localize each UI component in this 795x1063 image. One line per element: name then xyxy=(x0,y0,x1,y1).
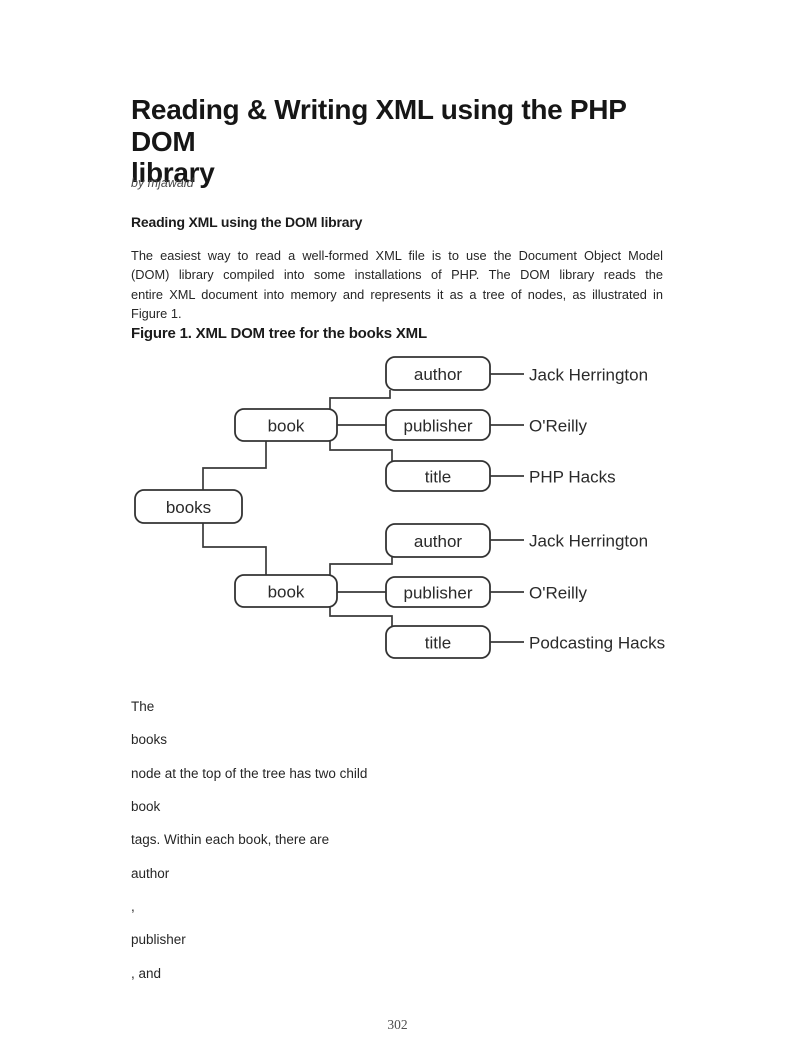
node-label-book1: book xyxy=(268,417,305,436)
fragment-line: tags. Within each book, there are xyxy=(131,832,330,848)
node-box-title2 xyxy=(385,625,491,659)
node-box-publisher2 xyxy=(385,576,491,608)
fragment-line: , and xyxy=(131,965,162,981)
figure-caption: Figure 1. XML DOM tree for the books XML xyxy=(131,325,427,342)
fragment-line: books xyxy=(131,732,168,748)
node-label-book2: book xyxy=(268,583,305,602)
node-box-author2 xyxy=(385,523,491,558)
node-label-author2: author xyxy=(414,532,463,551)
node-box-books xyxy=(134,489,243,524)
fragment-line: , xyxy=(131,899,135,915)
connector-book1-to-title xyxy=(329,441,393,461)
paragraph-line: entire XML document into memory and repr… xyxy=(131,286,663,302)
connector-books-to-book2 xyxy=(202,523,267,575)
intro-paragraph: The easiest way to read a well-formed XM… xyxy=(131,246,663,324)
page-title-line2: library xyxy=(131,157,215,188)
fragment-text-block: The books node at the top of the tree ha… xyxy=(131,699,663,999)
paragraph-line: The easiest way to read a well-formed XM… xyxy=(131,248,663,263)
xml-dom-tree-diagram: books book book author publisher title a… xyxy=(134,356,665,659)
byline: by mjawaid xyxy=(131,176,194,190)
node-label-title2: title xyxy=(425,634,451,653)
leaf-value-publisher1: O'Reilly xyxy=(529,417,588,436)
leaf-value-title2: Podcasting Hacks xyxy=(529,634,665,653)
connector-book2-to-title xyxy=(329,607,393,626)
paragraph-line: (DOM) library compiled into some install… xyxy=(131,267,663,283)
leaf-value-author1: Jack Herrington xyxy=(529,366,648,385)
connector-book2-to-author xyxy=(329,557,393,575)
node-box-author1 xyxy=(385,356,491,391)
connector-book1-to-author xyxy=(329,390,391,409)
paragraph-line: Figure 1. xyxy=(131,306,182,322)
connector-books-to-book1 xyxy=(202,441,267,490)
section-heading: Reading XML using the DOM library xyxy=(131,214,363,230)
fragment-line: The xyxy=(131,699,155,714)
node-label-title1: title xyxy=(425,468,451,487)
node-box-book1 xyxy=(234,408,338,442)
leaf-value-author2: Jack Herrington xyxy=(529,532,648,551)
node-label-books: books xyxy=(166,498,211,517)
node-box-book2 xyxy=(234,574,338,608)
leaf-value-publisher2: O'Reilly xyxy=(529,584,588,603)
page-title: Reading & Writing XML using the PHP DOM … xyxy=(131,94,691,189)
fragment-line: author xyxy=(131,865,170,881)
node-box-title1 xyxy=(385,460,491,492)
fragment-line: publisher xyxy=(131,932,186,948)
page-number: 302 xyxy=(387,1017,408,1032)
fragment-line: node at the top of the tree has two chil… xyxy=(131,765,368,781)
node-box-publisher1 xyxy=(385,409,491,441)
fragment-line: book xyxy=(131,799,161,815)
node-label-publisher2: publisher xyxy=(404,584,473,603)
node-label-author1: author xyxy=(414,365,463,384)
node-label-publisher1: publisher xyxy=(404,417,473,436)
leaf-value-title1: PHP Hacks xyxy=(529,468,616,487)
page-title-line1: Reading & Writing XML using the PHP DOM xyxy=(131,94,627,157)
